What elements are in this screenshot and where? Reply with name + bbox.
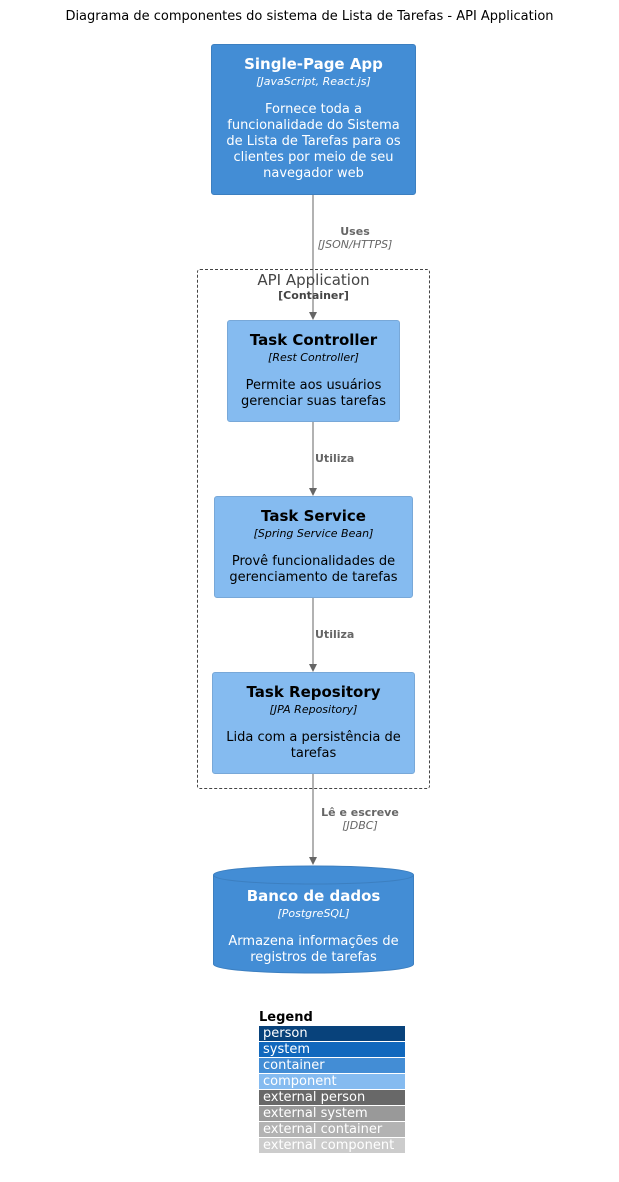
service-name: Task Service — [261, 507, 366, 525]
spa-description: Fornece toda a funcionalidade do Sistema… — [212, 102, 415, 182]
spa-name: Single-Page App — [244, 55, 383, 73]
service-desc-line: Provê funcionalidades de — [231, 554, 396, 569]
spa-container-node: Single-Page App [JavaScript, React.js] F… — [211, 44, 416, 195]
diagram-title: Diagrama de componentes do sistema de Li… — [65, 9, 554, 24]
spa-tech: [JavaScript, React.js] — [256, 75, 371, 88]
boundary-tag: [Container] — [278, 289, 349, 302]
legend-item-component: component — [259, 1074, 405, 1090]
relation-utiliza-1-label: Utiliza — [315, 452, 354, 465]
relation-utiliza-2-name: Utiliza — [315, 628, 355, 641]
controller-desc-line: Permite aos usuários — [245, 378, 382, 393]
task-controller-node: Task Controller [Rest Controller] Permit… — [227, 320, 400, 422]
relation-db-label: Lê e escreve [JDBC] — [310, 806, 410, 832]
database-description: Armazena informações de registros de tar… — [213, 934, 414, 966]
legend-title: Legend — [259, 1010, 313, 1025]
legend-item-system: system — [259, 1042, 405, 1058]
legend-item-external-system: external system — [259, 1106, 405, 1122]
api-application-boundary — [197, 269, 430, 789]
service-tech: [Spring Service Bean] — [253, 527, 374, 540]
task-repository-node: Task Repository [JPA Repository] Lida co… — [212, 672, 415, 774]
boundary-title: API Application — [257, 271, 370, 289]
legend-item-container: container — [259, 1058, 405, 1074]
repository-desc-line: tarefas — [290, 746, 337, 761]
task-service-node: Task Service [Spring Service Bean] Provê… — [214, 496, 413, 598]
database-desc-line: Armazena informações de — [228, 934, 399, 949]
legend-item-person: person — [259, 1026, 405, 1042]
database-name: Banco de dados — [246, 887, 381, 905]
controller-desc-line: gerenciar suas tarefas — [240, 394, 387, 409]
legend-item-external-component: external component — [259, 1138, 405, 1154]
relation-uses-name: Uses — [340, 225, 370, 238]
spa-desc-line: Fornece toda a — [265, 102, 362, 117]
legend-item-external-person: external person — [259, 1090, 405, 1106]
repository-desc-line: Lida com a persistência de — [226, 730, 401, 745]
relation-utiliza-2-label: Utiliza — [315, 628, 354, 641]
relation-db-name: Lê e escreve — [321, 806, 399, 819]
legend-item-external-container: external container — [259, 1122, 405, 1138]
service-desc-line: gerenciamento de tarefas — [229, 570, 398, 585]
controller-tech: [Rest Controller] — [268, 351, 359, 364]
spa-desc-line: navegador web — [263, 166, 364, 181]
service-description: Provê funcionalidades de gerenciamento d… — [215, 554, 412, 586]
database-cylinder-node — [213, 865, 414, 974]
relation-uses-label: Uses [JSON/HTTPS] — [310, 225, 400, 251]
controller-description: Permite aos usuários gerenciar suas tare… — [228, 378, 399, 410]
legend: Legend person system container component… — [259, 1010, 405, 1154]
repository-name: Task Repository — [246, 683, 381, 701]
database-label: Banco de dados [PostgreSQL] Armazena inf… — [213, 887, 414, 966]
controller-name: Task Controller — [249, 331, 378, 349]
repository-tech: [JPA Repository] — [269, 703, 358, 716]
spa-desc-line: clientes por meio de seu — [233, 150, 394, 165]
spa-desc-line: funcionalidade do Sistema — [227, 118, 400, 133]
repository-description: Lida com a persistência de tarefas — [213, 730, 414, 762]
database-desc-line: registros de tarefas — [250, 950, 377, 965]
relation-db-tech: [JDBC] — [342, 819, 378, 832]
database-tech: [PostgreSQL] — [277, 907, 350, 920]
spa-desc-line: de Lista de Tarefas para os — [226, 134, 401, 149]
relation-uses-tech: [JSON/HTTPS] — [317, 238, 393, 251]
relation-utiliza-1-name: Utiliza — [315, 452, 355, 465]
